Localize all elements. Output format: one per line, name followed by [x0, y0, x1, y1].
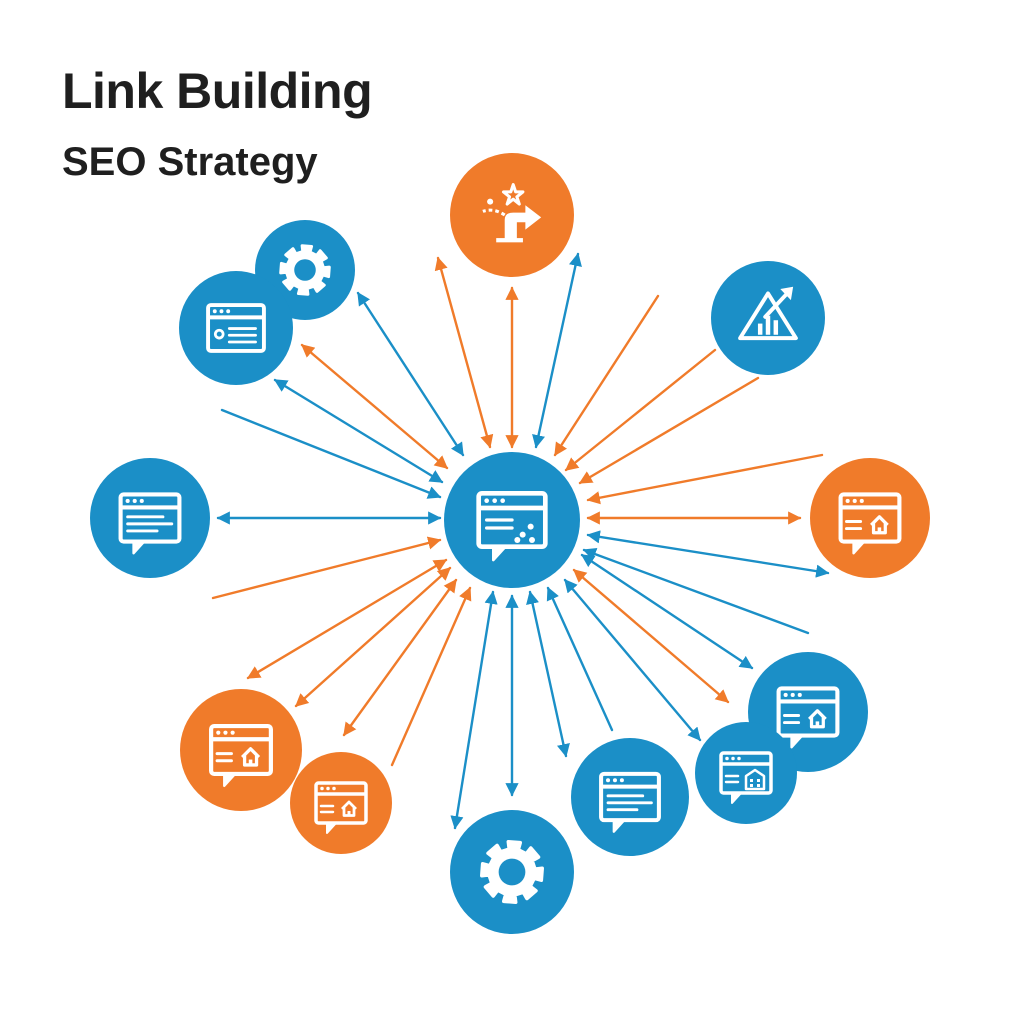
- link-arrow-7: [586, 453, 824, 505]
- gear-icon: [480, 840, 544, 904]
- chat-page-node-left: [90, 458, 210, 578]
- home-page-node-bottom-left-small-circle: [290, 752, 392, 854]
- webpage-chat-icon: [476, 491, 548, 562]
- link-arrow-11: [220, 408, 442, 499]
- home-page-node-bottom-right-small: [695, 722, 797, 824]
- chat-page-icon: [599, 771, 661, 833]
- home-page-node-right-circle: [810, 458, 930, 578]
- link-arrow-15: [586, 530, 830, 578]
- link-arrow-23: [526, 590, 570, 758]
- home-page-icon: [314, 781, 368, 834]
- home-page-node-bottom-right-small-circle: [695, 722, 797, 824]
- link-nodes: [90, 153, 930, 934]
- link-arrow-6: [578, 376, 760, 485]
- link-arrow-1: [434, 256, 494, 449]
- page-subtitle: SEO Strategy: [62, 140, 318, 184]
- strategy-arrow-icon: [482, 183, 542, 243]
- link-arrow-4: [553, 294, 660, 457]
- building-page-icon: [719, 751, 773, 804]
- link-arrow-10: [273, 378, 444, 484]
- home-page-node-bottom-left-large: [180, 689, 302, 811]
- gear-node-bottom: [450, 810, 574, 934]
- link-arrow-19: [342, 578, 458, 737]
- link-arrow-5: [564, 348, 717, 472]
- home-page-node-right: [810, 458, 930, 578]
- gear-icon: [279, 244, 331, 296]
- link-arrow-21: [450, 590, 498, 830]
- link-arrow-24: [546, 586, 614, 732]
- home-page-node-bottom-left-small: [290, 752, 392, 854]
- chat-page-node-bottom: [571, 738, 689, 856]
- home-page-icon: [838, 492, 902, 555]
- chat-page-icon: [118, 492, 182, 555]
- webpage-node-top-left: [179, 271, 293, 385]
- link-arrow-16: [582, 547, 810, 635]
- growth-node: [711, 261, 825, 375]
- link-arrow-27: [580, 553, 754, 670]
- strategy-node: [450, 153, 574, 277]
- home-page-node-bottom-left-large-circle: [180, 689, 302, 811]
- link-arrow-3: [532, 252, 582, 449]
- link-arrow-13: [211, 536, 442, 600]
- home-page-icon: [209, 723, 273, 788]
- webpage-icon: [206, 303, 266, 353]
- page-title: Link Building: [62, 63, 373, 119]
- growth-chart-icon: [738, 286, 798, 341]
- central-website-node: [444, 452, 580, 588]
- link-arrow-8: [356, 291, 465, 457]
- home-page-icon: [776, 686, 840, 749]
- link-arrows: [211, 252, 830, 830]
